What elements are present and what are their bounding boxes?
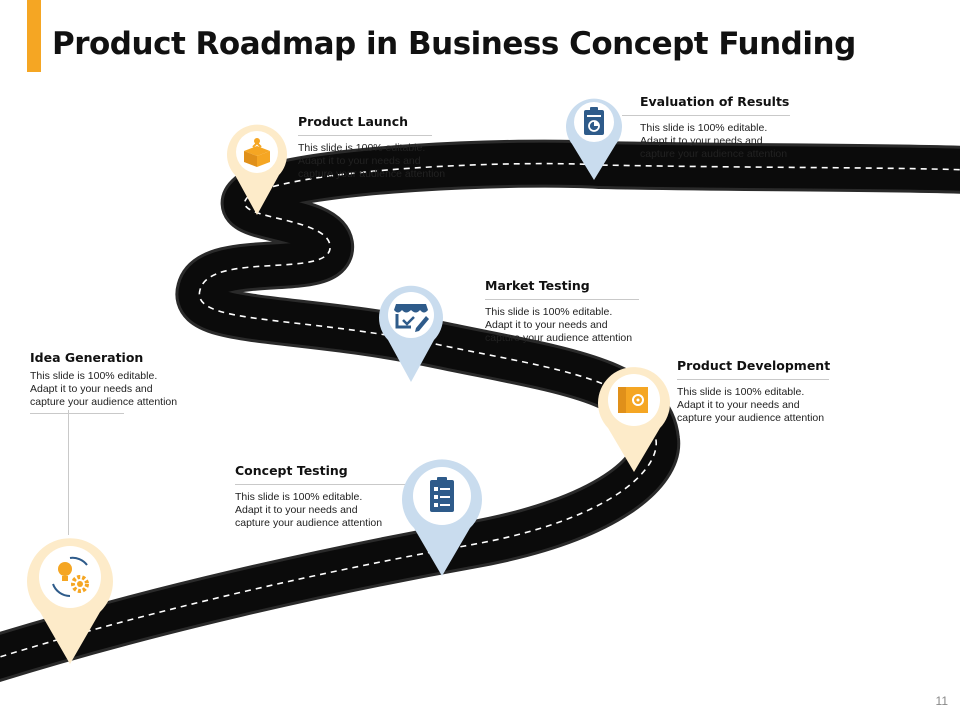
milestone-desc-line: This slide is 100% editable. bbox=[485, 306, 613, 318]
milestone-title: Evaluation of Results bbox=[640, 94, 790, 109]
milestone-concept-testing: Concept Testing This slide is 100% edita… bbox=[235, 463, 405, 530]
milestone-desc-line: Adapt it to your needs and bbox=[485, 319, 608, 331]
milestone-divider bbox=[30, 413, 124, 414]
milestone-divider bbox=[622, 115, 790, 116]
pin-concept-testing bbox=[402, 459, 482, 576]
milestone-desc-line: Adapt it to your needs and bbox=[298, 155, 421, 167]
milestone-desc-line: This slide is 100% editable. bbox=[640, 122, 768, 134]
milestone-desc-line: capture your audience attention bbox=[235, 517, 383, 529]
milestone-desc-line: Adapt it to your needs and bbox=[235, 504, 358, 516]
milestone-desc-line: This slide is 100% editable. bbox=[677, 386, 805, 398]
pin-product-launch bbox=[227, 124, 287, 215]
milestone-divider bbox=[677, 379, 829, 380]
milestone-desc-line: capture your audience attention bbox=[485, 332, 633, 344]
store-edit-icon bbox=[394, 304, 429, 332]
milestone-desc-line: This slide is 100% editable. bbox=[30, 370, 158, 382]
milestone-title: Concept Testing bbox=[235, 463, 348, 478]
milestone-desc-line: capture your audience attention bbox=[30, 396, 178, 408]
title-accent-bar bbox=[27, 0, 41, 72]
milestone-divider bbox=[235, 484, 405, 485]
milestone-desc-line: capture your audience attention bbox=[677, 412, 825, 424]
page-number: 11 bbox=[935, 694, 948, 708]
milestone-desc-line: Adapt it to your needs and bbox=[30, 383, 153, 395]
milestone-idea-generation: Idea Generation This slide is 100% edita… bbox=[30, 350, 178, 420]
pin-market-testing bbox=[379, 285, 443, 382]
slide-title: Product Roadmap in Business Concept Fund… bbox=[52, 26, 856, 62]
open-box-icon bbox=[244, 138, 270, 167]
milestone-title: Product Launch bbox=[298, 114, 409, 129]
milestone-product-launch: Product Launch This slide is 100% editab… bbox=[298, 114, 446, 181]
milestone-product-development: Product Development This slide is 100% e… bbox=[677, 358, 831, 425]
milestone-desc-line: Adapt it to your needs and bbox=[677, 399, 800, 411]
milestone-desc-line: This slide is 100% editable. bbox=[298, 142, 426, 154]
connector-line bbox=[68, 410, 69, 535]
milestone-desc-line: Adapt it to your needs and bbox=[640, 135, 763, 147]
pin-product-development bbox=[598, 367, 670, 472]
milestone-evaluation-of-results: Evaluation of Results This slide is 100%… bbox=[622, 94, 790, 161]
milestone-title: Idea Generation bbox=[30, 350, 144, 365]
report-clipboard-icon bbox=[584, 107, 604, 135]
lightbulb-gear-icon bbox=[52, 556, 89, 598]
pin-evaluation-of-results bbox=[566, 98, 622, 180]
milestone-divider bbox=[485, 299, 639, 300]
milestone-title: Product Development bbox=[677, 358, 831, 373]
checklist-icon bbox=[430, 477, 454, 512]
milestone-divider bbox=[298, 135, 432, 136]
milestone-title: Market Testing bbox=[485, 278, 590, 293]
milestone-desc-line: capture your audience attention bbox=[298, 168, 446, 180]
milestone-desc-line: This slide is 100% editable. bbox=[235, 491, 363, 503]
pin-idea-generation bbox=[27, 538, 113, 664]
milestone-desc-line: capture your audience attention bbox=[640, 148, 788, 160]
box-gear-icon bbox=[618, 387, 648, 413]
milestone-market-testing: Market Testing This slide is 100% editab… bbox=[485, 278, 639, 345]
